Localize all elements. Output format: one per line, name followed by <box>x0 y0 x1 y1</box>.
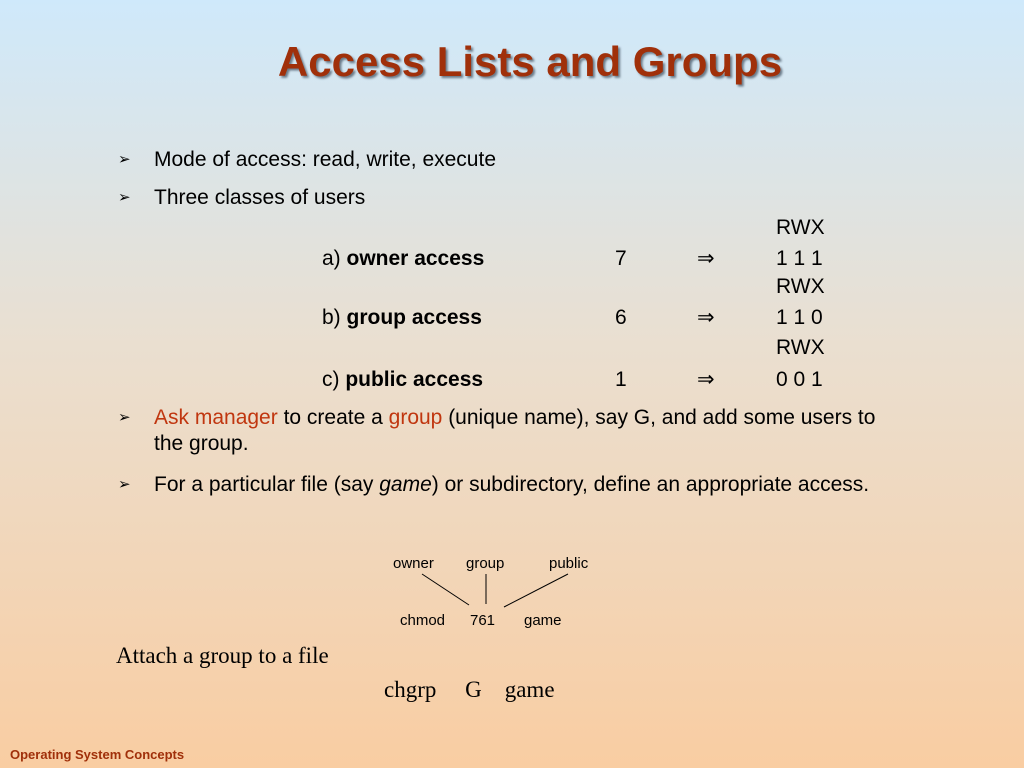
diagram-group-label: group <box>466 555 505 572</box>
public-access-value: 1 <box>615 368 627 391</box>
owner-access-label: a) owner access <box>322 247 485 270</box>
diagram-public-label: public <box>549 555 589 572</box>
rwx-header: RWX <box>776 275 825 298</box>
implies-arrow-icon: ⇒ <box>697 306 715 329</box>
implies-arrow-icon: ⇒ <box>697 368 715 391</box>
bullet-arrow-icon: ➢ <box>118 476 131 493</box>
rwx-header: RWX <box>776 336 825 359</box>
rwx-header: RWX <box>776 216 825 239</box>
group-access-value: 6 <box>615 306 627 329</box>
group-access-label: b) group access <box>322 306 482 329</box>
bullet-arrow-icon: ➢ <box>118 409 131 426</box>
diagram-mode-label: 761 <box>470 612 496 629</box>
bullet-text: Ask manager to create a group (unique na… <box>154 406 876 455</box>
bullet-arrow-icon: ➢ <box>118 189 131 206</box>
public-access-bits: 0 0 1 <box>776 368 823 391</box>
public-access-label: c) public access <box>322 368 484 391</box>
owner-access-bits: 1 1 1 <box>776 247 823 270</box>
bullet-text: Three classes of users <box>154 186 366 209</box>
group-access-bits: 1 1 0 <box>776 306 823 329</box>
bullet-ask-manager: ➢ Ask manager to create a group (unique … <box>118 405 878 457</box>
owner-access-value: 7 <box>615 247 627 270</box>
bullet-classes-of-users: ➢ Three classes of users <box>118 185 878 211</box>
implies-arrow-icon: ⇒ <box>697 247 715 270</box>
chgrp-command: chgrp G game <box>384 677 555 702</box>
bullet-text: Mode of access: read, write, execute <box>154 148 496 171</box>
bullet-text: For a particular file (say game) or subd… <box>154 473 870 496</box>
bullet-mode-of-access: ➢ Mode of access: read, write, execute <box>118 147 878 173</box>
diagram-file-label: game <box>524 612 562 629</box>
diagram-chmod-label: chmod <box>400 612 446 629</box>
attach-heading: Attach a group to a file <box>116 643 329 668</box>
diagram-owner-label: owner <box>393 555 434 572</box>
bullet-arrow-icon: ➢ <box>118 151 131 168</box>
bullet-particular-file: ➢ For a particular file (say game) or su… <box>118 472 878 498</box>
slide-title: Access Lists and Groups <box>277 38 783 85</box>
slide-footer: Operating System Concepts <box>10 747 185 762</box>
